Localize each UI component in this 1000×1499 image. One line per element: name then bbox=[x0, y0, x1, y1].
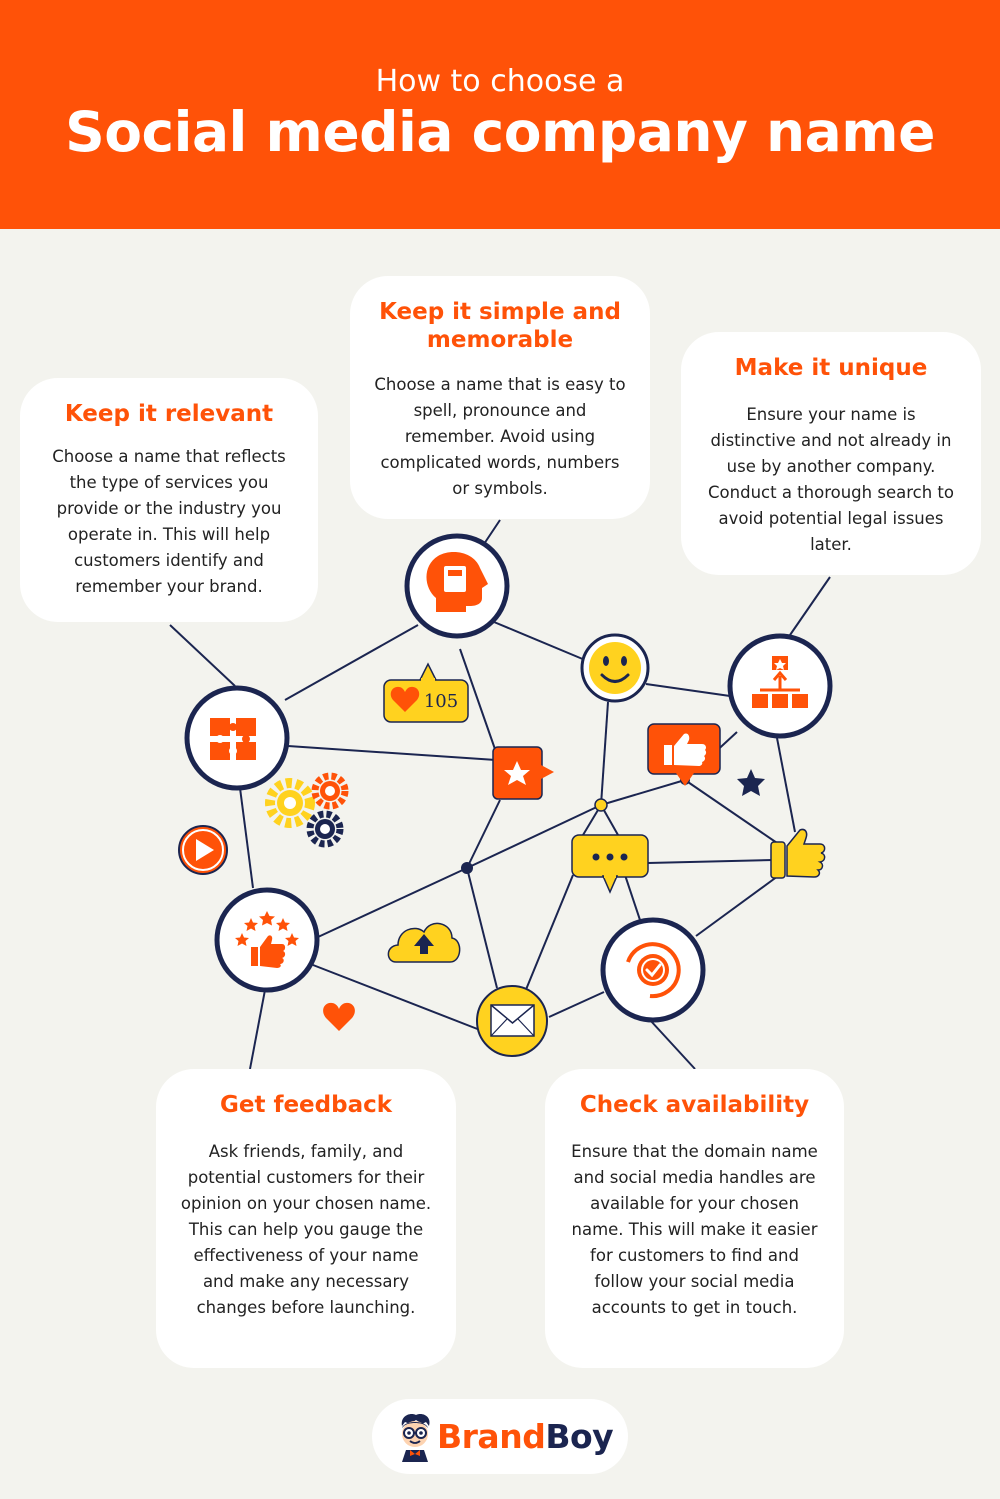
tip-card-unique: Make it unique Ensure your name is disti… bbox=[681, 332, 981, 575]
star-chat-icon bbox=[492, 746, 554, 800]
tip-title-availability: Check availability bbox=[579, 1092, 810, 1118]
tip-text-unique: Ensure your name is distinctive and not … bbox=[708, 405, 954, 554]
cloud-upload-icon bbox=[387, 922, 461, 963]
star-icon bbox=[737, 769, 765, 796]
brandboy-logo: BrandBoy bbox=[372, 1399, 628, 1474]
tip-title-relevant: Keep it relevant bbox=[64, 401, 274, 427]
thumbs-up-chat-icon bbox=[647, 723, 721, 786]
smiley-icon bbox=[580, 633, 650, 703]
envelope-icon bbox=[476, 985, 548, 1057]
logo-boy: Boy bbox=[545, 1417, 614, 1456]
puzzle-icon bbox=[184, 685, 290, 791]
hierarchy-icon bbox=[727, 633, 833, 739]
network-lines bbox=[169, 519, 831, 1070]
tip-card-relevant: Keep it relevant Choose a name that refl… bbox=[20, 378, 318, 622]
tip-card-availability: Check availability Ensure that the domai… bbox=[545, 1069, 844, 1368]
tip-text-availability: Ensure that the domain name and social m… bbox=[571, 1142, 818, 1317]
like-count: 105 bbox=[424, 691, 458, 712]
tip-card-feedback: Get feedback Ask friends, family, and po… bbox=[156, 1069, 456, 1368]
check-circle-icon bbox=[600, 917, 706, 1023]
head-book-icon bbox=[404, 533, 510, 639]
header-banner: How to choose a Social media company nam… bbox=[0, 0, 1000, 229]
like-badge bbox=[383, 662, 469, 723]
network-node-yellow bbox=[594, 798, 608, 812]
logo-brand: Brand bbox=[437, 1417, 546, 1456]
page-title: Social media company name bbox=[65, 100, 935, 164]
tip-title-unique: Make it unique bbox=[734, 355, 928, 381]
tip-title-simple: Keep it simple and memorable bbox=[379, 299, 621, 353]
play-icon bbox=[178, 825, 228, 875]
page-subtitle: How to choose a bbox=[375, 64, 625, 99]
tip-text-feedback: Ask friends, family, and potential custo… bbox=[180, 1142, 432, 1317]
ellipsis-chat-icon bbox=[571, 834, 649, 894]
tip-text-simple: Choose a name that is easy to spell, pro… bbox=[374, 375, 626, 498]
tip-card-simple: Keep it simple and memorable Choose a na… bbox=[350, 276, 650, 519]
gears-icon bbox=[265, 772, 349, 848]
mascot-icon bbox=[401, 1414, 430, 1462]
heart-icon bbox=[323, 1002, 355, 1031]
logo-wordmark: BrandBoy bbox=[437, 1417, 614, 1456]
tip-title-feedback: Get feedback bbox=[219, 1092, 393, 1118]
tip-text-relevant: Choose a name that reflects the type of … bbox=[52, 447, 286, 596]
thumbs-up-icon bbox=[770, 828, 826, 879]
stars-rating-icon bbox=[214, 887, 320, 993]
